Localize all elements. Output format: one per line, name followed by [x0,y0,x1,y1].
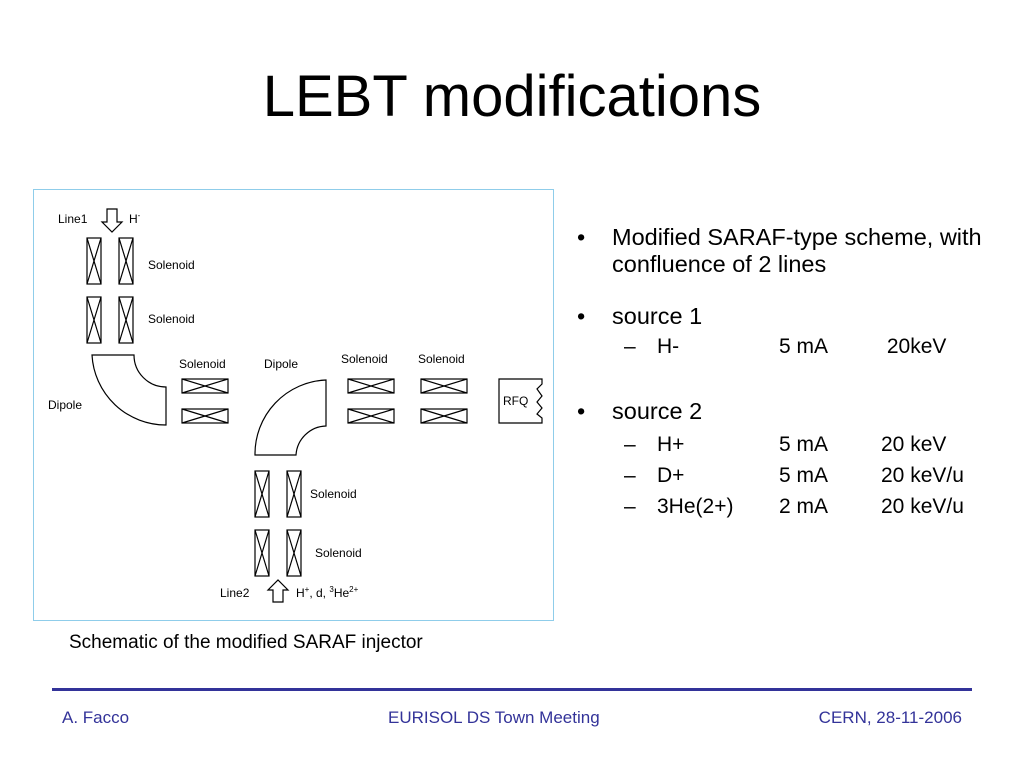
bullet-item: • source 1 [577,303,1007,330]
footer-author: A. Facco [62,708,130,727]
sub-bullet-dash: – [624,335,636,358]
footer-location-date: CERN, 28-11-2006 [818,708,962,727]
beam-energy: 20 keV/u [881,464,964,487]
line1-ion-label: H- [129,211,141,226]
solenoid-label: Solenoid [341,352,388,366]
beam-current: 5 mA [779,464,829,487]
ion-species: H+ [657,433,685,456]
solenoid-label: Solenoid [315,546,362,560]
sub-bullet-item: – H+ 5 mA 20 keV [577,429,1007,460]
common-solenoid-1 [181,378,229,424]
line1-solenoid-1 [86,237,134,285]
bullet-dot: • [577,398,586,424]
sub-bullet-dash: – [624,495,636,518]
line2-beam-arrow [266,579,290,603]
solenoid-label: Solenoid [310,487,357,501]
line1-label: Line1 [58,212,88,226]
beam-energy: 20 keV [881,433,947,456]
footer-divider [52,688,972,691]
rfq-block [498,378,543,424]
bullet-text: source 2 [612,398,703,424]
ion-species: 3He(2+) [657,495,734,518]
solenoid-label: Solenoid [148,312,195,326]
rfq-label: RFQ [503,394,528,408]
common-solenoid-2 [347,378,395,424]
schematic-drawing: Line1 H- Solenoid Solenoid Dipole Soleno… [48,208,543,603]
confluence-dipole [254,379,327,456]
line2-solenoid-2 [254,529,302,577]
bullet-text: source 1 [612,303,703,329]
bullet-text: Modified SARAF-type scheme, with conflue… [612,224,982,277]
line2-solenoid-1 [254,470,302,518]
sub-bullet-dash: – [624,464,636,487]
line2-label: Line2 [220,586,250,600]
ion-species: D+ [657,464,685,487]
beam-current: 2 mA [779,495,829,518]
beam-current: 5 mA [779,335,829,358]
bullet-list: • Modified SARAF-type scheme, with confl… [577,224,1007,522]
line1-dipole [91,354,167,426]
bullet-item: • source 2 [577,398,1007,425]
injector-schematic: Line1 H- Solenoid Solenoid Dipole Soleno… [33,189,554,621]
diagram-caption: Schematic of the modified SARAF injector [69,632,423,653]
bullet-dot: • [577,224,586,250]
beam-energy: 20 keV/u [881,495,964,518]
common-solenoid-3 [420,378,468,424]
bullet-dot: • [577,303,586,329]
sub-bullet-item: – H- 5 mA 20keV [577,331,1007,362]
footer-event: EURISOL DS Town Meeting [388,708,600,727]
slide-title: LEBT modifications [262,64,762,129]
beam-energy: 20keV [881,335,947,358]
solenoid-label: Solenoid [148,258,195,272]
sub-bullet-item: – 3He(2+) 2 mA 20 keV/u [577,491,1007,522]
solenoid-label: Solenoid [418,352,465,366]
ion-species: H- [657,335,680,358]
beam-current: 5 mA [779,433,829,456]
dipole-label: Dipole [48,398,82,412]
line2-ion-label: H+, d, 3He2+ [296,585,359,600]
line1-solenoid-2 [86,296,134,344]
solenoid-label: Solenoid [179,357,226,371]
dipole-label: Dipole [264,357,298,371]
bullet-item: • Modified SARAF-type scheme, with confl… [577,224,1007,278]
sub-bullet-dash: – [624,433,636,456]
line1-beam-arrow [100,208,124,233]
sub-bullet-item: – D+ 5 mA 20 keV/u [577,460,1007,491]
